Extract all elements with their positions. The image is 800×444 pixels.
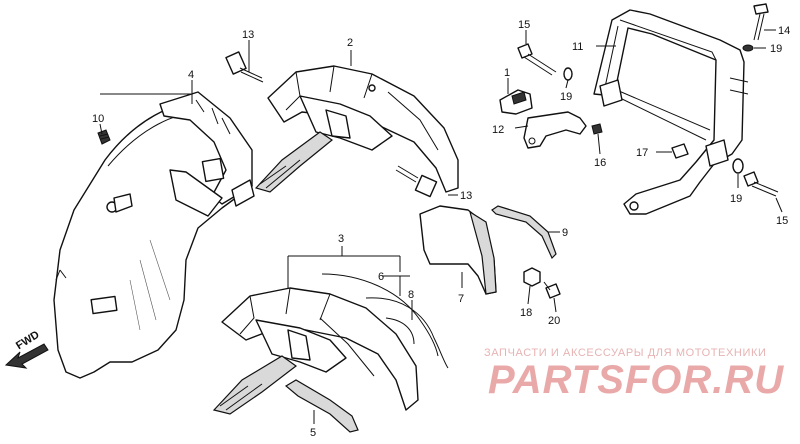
callout-14: 14 (778, 25, 790, 37)
plate-part-12 (523, 111, 587, 149)
bolt-part-14 (753, 3, 769, 41)
rear-fender-lower-part-3 (212, 287, 419, 415)
stay-part-9 (491, 205, 557, 260)
callout-5: 5 (310, 427, 316, 439)
bracket-part-1 (499, 89, 533, 115)
watermark-tagline: ЗАПЧАСТИ И АКСЕССУАРЫ ДЛЯ МОТОТЕХНИКИ (484, 347, 767, 359)
callout-10: 10 (92, 113, 104, 125)
callout-12: 12 (492, 124, 504, 136)
rear-fender-upper-part-2 (254, 65, 459, 193)
bolt-part-15-top (517, 43, 557, 76)
watermark-logo: PARTSFOR.RU (488, 358, 785, 402)
callout-20: 20 (548, 315, 560, 327)
wire-part-8 (365, 297, 449, 369)
bolt-part-13-upper (225, 51, 264, 83)
bolt-part-20 (543, 281, 561, 299)
callout-labels: 1 2 3 4 5 6 7 8 9 10 11 12 13 13 14 15 1… (92, 19, 790, 439)
callout-18: 18 (520, 307, 532, 319)
wire-part-6 (321, 273, 439, 357)
callout-19-top: 19 (770, 43, 782, 55)
fwd-arrow-icon (4, 343, 49, 369)
callout-19-right: 19 (730, 193, 742, 205)
bolt-part-16 (591, 123, 603, 135)
nut-part-17 (671, 143, 689, 159)
callout-13-lower: 13 (460, 190, 472, 202)
callout-15-bottom: 15 (776, 215, 788, 227)
strip-part-5 (284, 379, 359, 433)
callout-7: 7 (458, 293, 464, 305)
callout-16: 16 (594, 157, 606, 169)
washer-part-19-right (732, 158, 744, 174)
callout-2: 2 (347, 37, 353, 49)
nut-part-18 (523, 267, 541, 287)
callout-15-top: 15 (518, 19, 530, 31)
callout-1: 1 (504, 67, 510, 79)
front-fender-part-4 (53, 91, 255, 379)
callout-8: 8 (408, 289, 414, 301)
bolt-part-13-lower (395, 165, 438, 198)
callout-13-upper: 13 (242, 29, 254, 41)
washer-part-19-top (742, 44, 754, 52)
callout-11: 11 (572, 41, 583, 53)
callout-6: 6 (378, 271, 384, 283)
callout-17: 17 (636, 147, 648, 159)
callout-4: 4 (188, 69, 194, 81)
leader-lines (99, 29, 783, 424)
bolt-part-15-bottom (743, 171, 779, 197)
carrier-rack-part-11 (593, 9, 749, 215)
washer-part-19-left (563, 67, 573, 81)
mud-flap-part-7 (419, 205, 497, 295)
callout-9: 9 (562, 227, 568, 239)
callout-19-left: 19 (560, 91, 572, 103)
callout-3: 3 (338, 233, 344, 245)
